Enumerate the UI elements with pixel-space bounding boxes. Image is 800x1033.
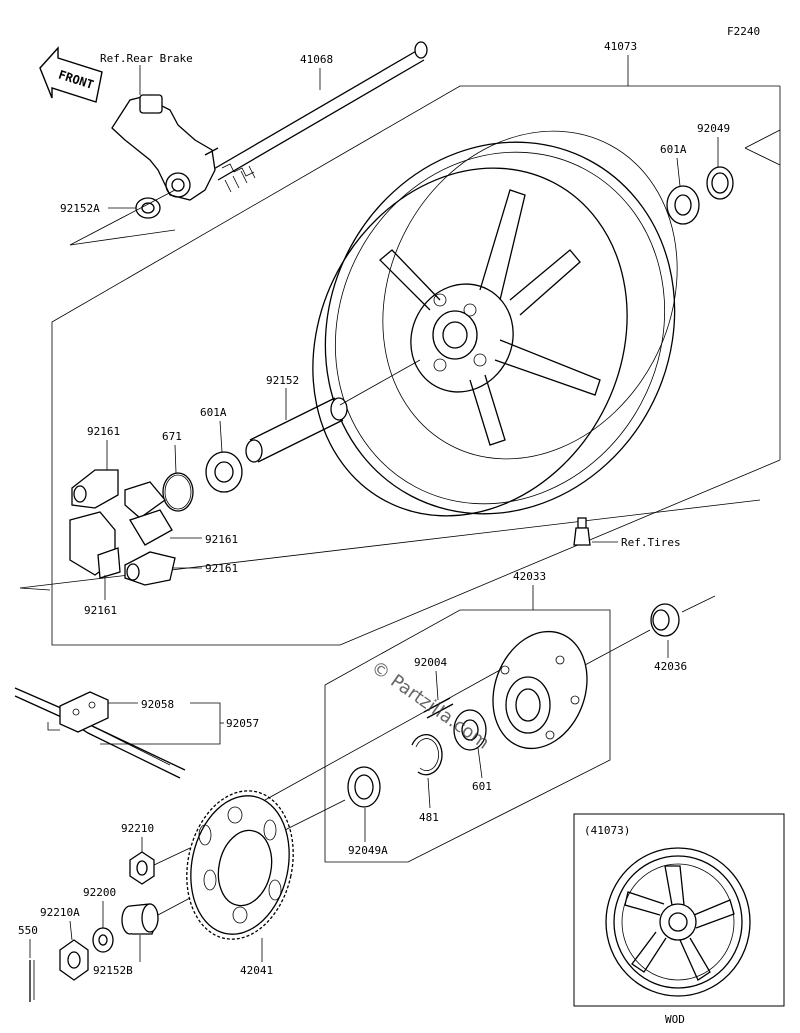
label-92152B: 92152B: [93, 964, 133, 977]
seal-92049: [706, 166, 734, 200]
label-92161-c: 92161: [205, 562, 238, 575]
label-92161-b: 92161: [205, 533, 238, 546]
label-92049: 92049: [697, 122, 730, 135]
label-92210A: 92210A: [40, 906, 80, 919]
master-link-92058: [59, 691, 109, 733]
collar-92152B: [121, 903, 159, 935]
inset-box: [573, 813, 785, 1007]
bearing-601A-top: [666, 185, 700, 225]
label-92210: 92210: [121, 822, 154, 835]
collar-42036: [650, 603, 680, 637]
label-42036: 42036: [654, 660, 687, 673]
cotter-pin-550: [29, 960, 35, 1002]
spacer-92152: [245, 397, 348, 463]
damper-92161-d: [97, 547, 176, 586]
label-42033: 42033: [513, 570, 546, 583]
washer-92200: [92, 927, 114, 953]
label-41073: 41073: [604, 40, 637, 53]
front-arrow-icon: FRONT: [39, 46, 103, 103]
label-550: 550: [18, 924, 38, 937]
label-92058: 92058: [141, 698, 174, 711]
label-92161-d: 92161: [84, 604, 117, 617]
o-ring-671: [162, 472, 194, 512]
diagram-id: F2240: [727, 25, 760, 38]
label-601: 601: [472, 780, 492, 793]
collar-92152A: [135, 197, 161, 219]
label-92049A: 92049A: [348, 844, 388, 857]
label-481: 481: [419, 811, 439, 824]
sprocket-carrier-42033: [492, 630, 588, 750]
label-92057: 92057: [226, 717, 259, 730]
circlip-481: [411, 734, 443, 776]
seal-92049A: [347, 766, 381, 808]
hub-group-outline: [324, 585, 611, 863]
sprocket-42041: [186, 790, 294, 940]
label-41068: 41068: [300, 53, 333, 66]
damper-92161-a: [71, 469, 119, 509]
label-42041: 42041: [240, 964, 273, 977]
inset-title: (41073): [584, 824, 630, 837]
label-ref-rear-brake: Ref.Rear Brake: [100, 52, 193, 65]
bearing-601: [453, 709, 487, 751]
label-92152: 92152: [266, 374, 299, 387]
rear-brake-bracket: [111, 94, 219, 201]
label-92200: 92200: [83, 886, 116, 899]
label-92004: 92004: [414, 656, 447, 669]
label-92152A: 92152A: [60, 202, 100, 215]
label-671: 671: [162, 430, 182, 443]
label-601A-mid: 601A: [200, 406, 227, 419]
nut-92210A: [59, 939, 89, 981]
nut-92210: [129, 851, 155, 885]
inset-wheel: [605, 847, 751, 997]
wheel-41073: [312, 130, 678, 517]
axle-41068: [211, 41, 428, 193]
bearing-601A-mid: [205, 451, 243, 493]
label-92161-a: 92161: [87, 425, 120, 438]
tire-valve: [573, 517, 591, 546]
label-ref-tires: Ref.Tires: [621, 536, 681, 549]
inset-caption: WOD: [665, 1013, 685, 1026]
damper-92161-b: [124, 481, 173, 546]
label-601A-top: 601A: [660, 143, 687, 156]
